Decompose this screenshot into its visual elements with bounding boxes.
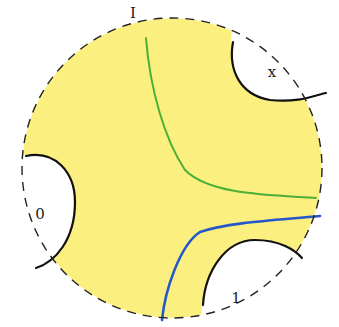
blue-geodesic (162, 216, 320, 320)
dashed-boundary (22, 18, 322, 318)
boundary-label: I (130, 6, 136, 21)
boundary-label: 1 (231, 291, 241, 306)
cutout (0, 154, 75, 268)
boundary-label: 0 (35, 207, 45, 222)
boundary-arc (232, 42, 326, 101)
cutout (200, 240, 339, 327)
boundary-label: x (268, 65, 276, 80)
boundary-arc (26, 155, 75, 268)
cutout (231, 0, 339, 101)
green-geodesic (146, 38, 316, 198)
